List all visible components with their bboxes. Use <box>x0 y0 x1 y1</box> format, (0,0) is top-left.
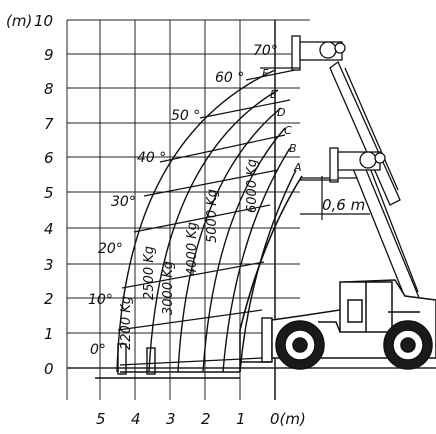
y-tick-3: 3 <box>44 256 54 274</box>
angle-label-60: 60 ° <box>215 70 244 86</box>
angle-label-50: 50 ° <box>171 108 200 124</box>
y-tick-2: 2 <box>44 290 54 308</box>
x-tick-3: 3 <box>166 410 176 428</box>
curve-letter-F: F <box>262 67 269 80</box>
angle-label-20: 20° <box>98 241 123 257</box>
angle-labels: 70° 60 ° 50 ° 40 ° 30° 20° 10° 0° <box>88 43 278 358</box>
angle-label-40: 40 ° <box>137 150 166 166</box>
y-tick-5: 5 <box>44 184 54 202</box>
curve-letter-D: D <box>277 106 285 119</box>
x-unit-label: 0(m) <box>270 410 306 428</box>
load-label-4000: 4000 Kg <box>185 222 200 276</box>
curve-letters: F E D C B A <box>262 67 302 174</box>
load-labels: 2200 Kg 2500 Kg 3000 Kg 4000 Kg 5000 Kg … <box>119 159 260 350</box>
y-tick-6: 6 <box>44 149 54 167</box>
curve-letter-E: E <box>270 88 277 101</box>
grid <box>66 19 436 400</box>
load-label-6000: 6000 Kg <box>245 159 260 213</box>
y-unit-label: (m) <box>6 12 32 30</box>
boom-angle-rays <box>117 69 296 366</box>
curve-letter-B: B <box>289 142 297 155</box>
load-zone-curves <box>116 69 303 373</box>
x-tick-2: 2 <box>201 410 211 428</box>
offset-dimension-label: 0,6 m <box>322 196 365 214</box>
y-tick-9: 9 <box>44 46 54 64</box>
y-tick-1: 1 <box>44 325 54 343</box>
curve-B <box>222 147 291 373</box>
telehandler <box>271 279 436 370</box>
y-tick-0: 0 <box>44 360 54 378</box>
extended-boom-lower <box>300 147 421 306</box>
load-label-3000: 3000 Kg <box>161 261 176 315</box>
curve-E <box>148 89 279 373</box>
load-label-2500: 2500 Kg <box>142 246 157 300</box>
x-tick-4: 4 <box>131 410 141 428</box>
angle-label-0: 0° <box>90 342 106 358</box>
x-axis-ticks: 5 4 3 2 1 0(m) <box>96 410 306 428</box>
curve-letter-C: C <box>284 124 292 137</box>
curve-C <box>202 127 286 373</box>
y-tick-8: 8 <box>44 80 54 98</box>
load-label-2200: 2200 Kg <box>119 296 134 350</box>
curve-D <box>177 107 282 373</box>
y-axis-ticks: (m) 10 9 8 7 6 5 4 3 2 1 0 <box>6 12 54 378</box>
y-tick-7: 7 <box>44 115 54 133</box>
x-tick-5: 5 <box>96 410 106 428</box>
angle-label-10: 10° <box>88 292 113 308</box>
curve-letter-A: A <box>293 161 302 174</box>
y-tick-10: 10 <box>34 12 53 30</box>
y-tick-4: 4 <box>44 220 54 238</box>
outer-envelope <box>239 175 303 372</box>
angle-label-70: 70° <box>253 43 278 59</box>
load-label-5000: 5000 Kg <box>205 189 220 243</box>
extended-boom-upper <box>260 35 401 206</box>
curve-F <box>116 69 276 373</box>
x-tick-1: 1 <box>236 410 246 428</box>
ground-forks <box>95 317 273 379</box>
angle-label-30: 30° <box>111 194 136 210</box>
